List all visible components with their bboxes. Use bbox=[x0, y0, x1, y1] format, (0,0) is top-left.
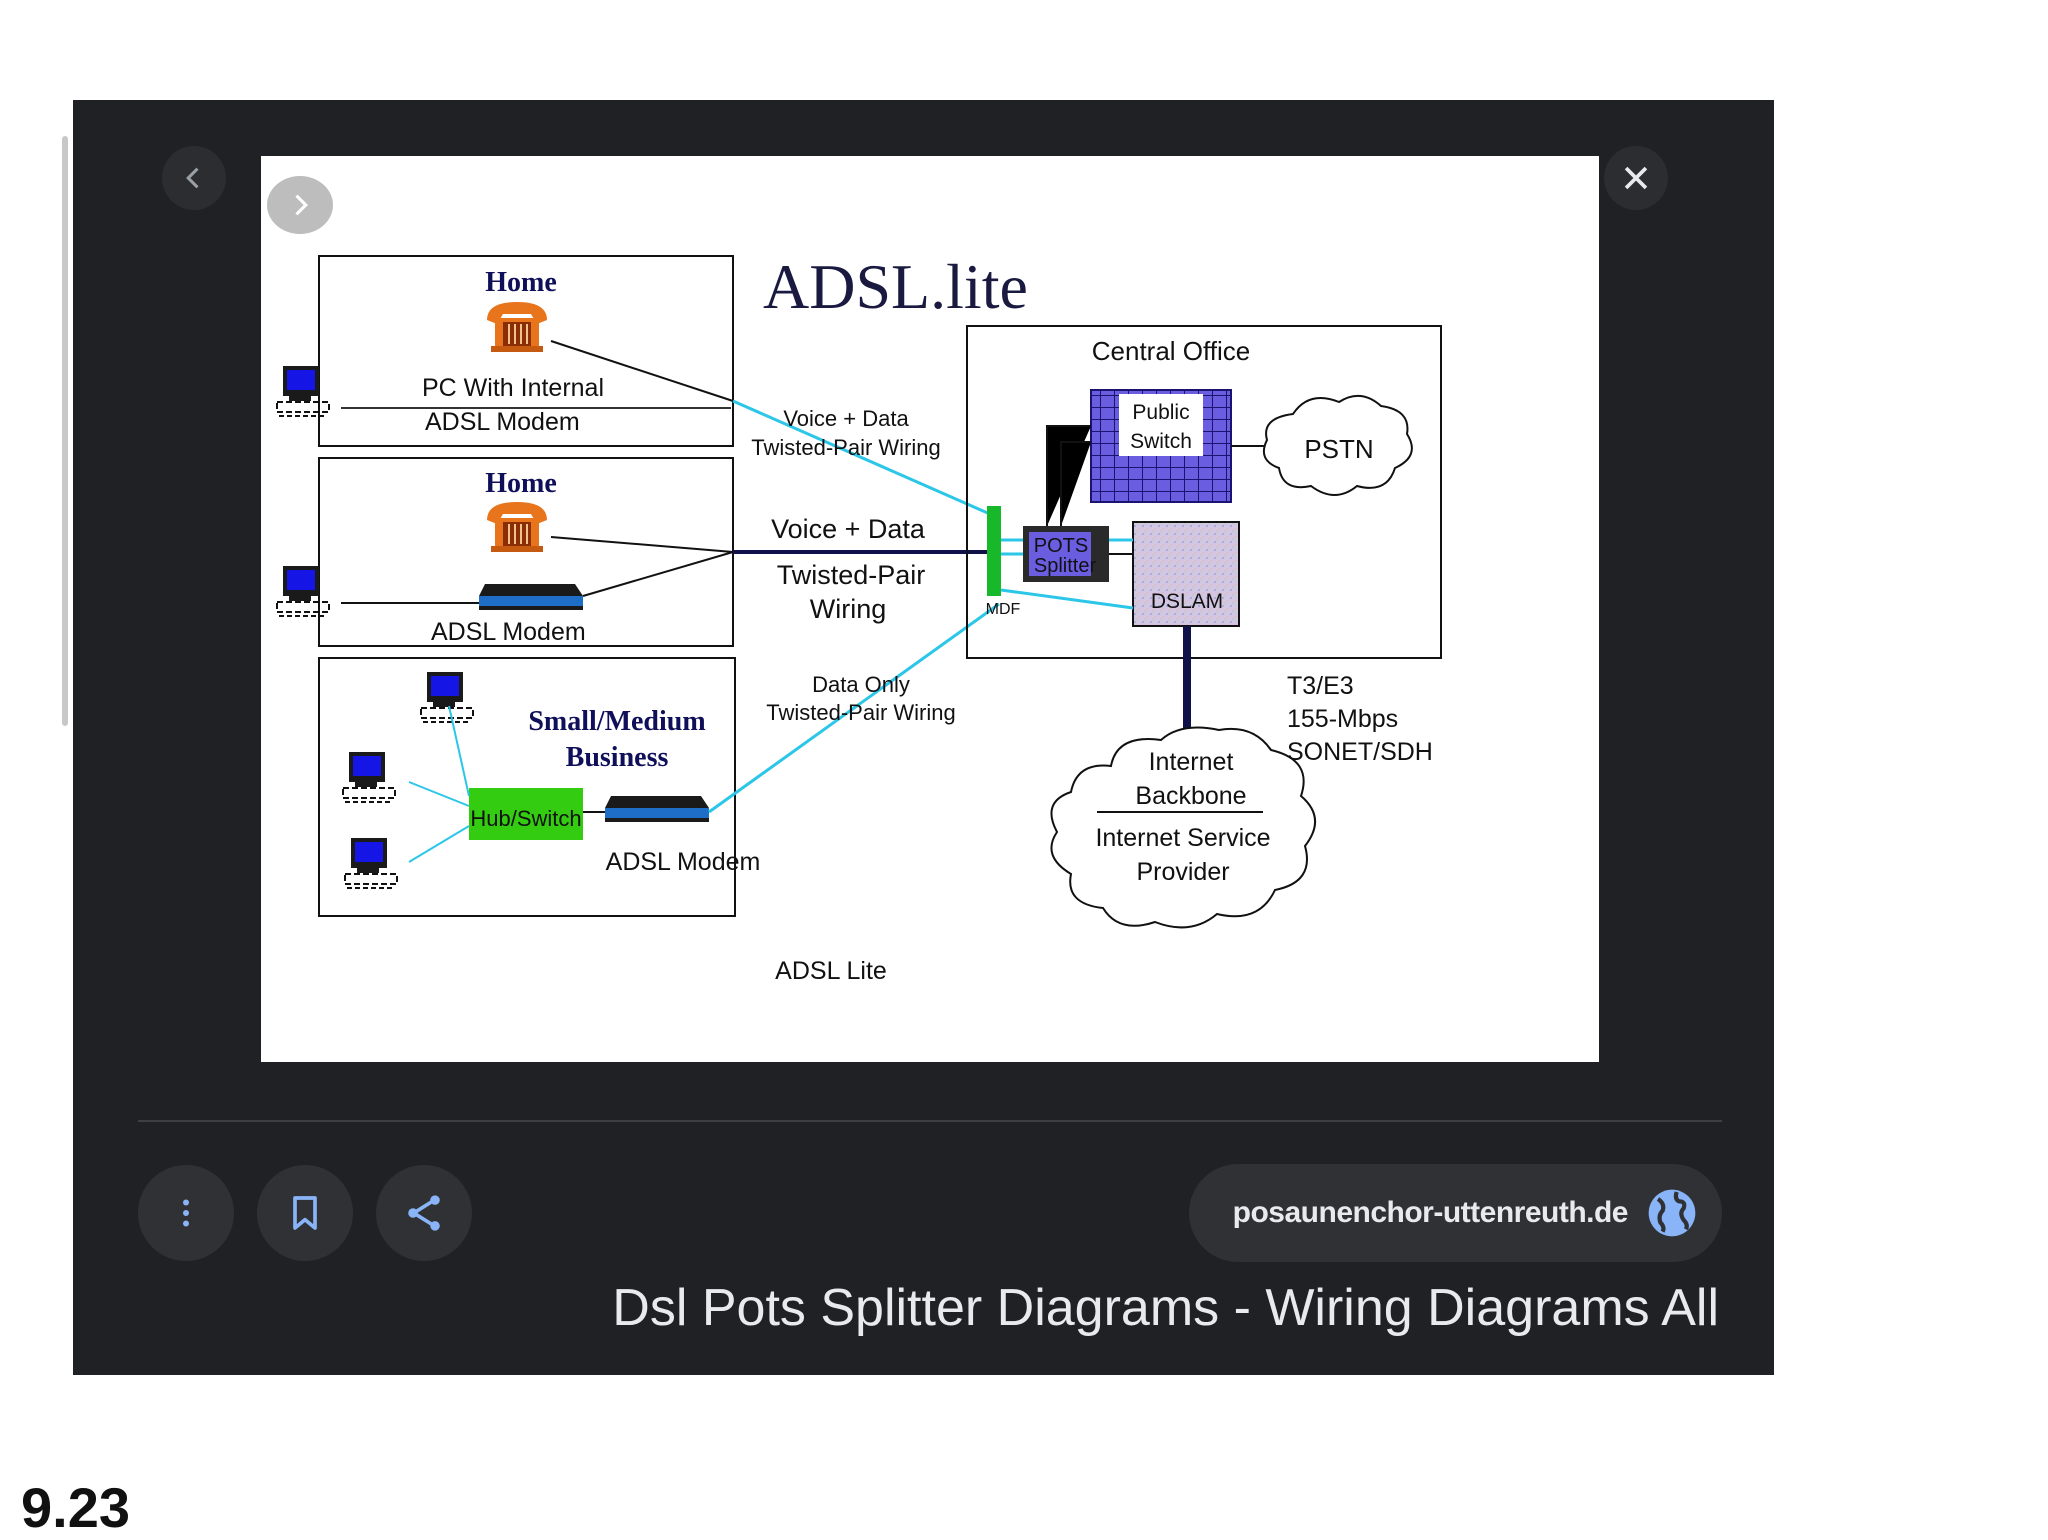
globe-icon bbox=[1648, 1189, 1696, 1237]
wire1-label-2: Twisted-Pair Wiring bbox=[751, 435, 940, 460]
isp-label-4: Provider bbox=[1136, 858, 1229, 886]
home2-modem-label: ADSL Modem bbox=[431, 618, 586, 646]
share-button[interactable] bbox=[376, 1165, 472, 1261]
biz-title-line1: Small/Medium bbox=[528, 706, 705, 737]
home2-title: Home bbox=[485, 468, 557, 499]
image-viewer-panel: Home PC With Internal ADSL Modem Home AD… bbox=[73, 100, 1774, 1375]
wire1-label-1: Voice + Data bbox=[783, 406, 909, 431]
wire2-label-2: Twisted-Pair bbox=[777, 560, 926, 590]
source-link[interactable]: posaunenchor-uttenreuth.de bbox=[1189, 1164, 1722, 1262]
share-icon bbox=[408, 1195, 440, 1231]
chevron-right-icon bbox=[295, 194, 308, 216]
public-switch-label-2: Switch bbox=[1130, 430, 1192, 453]
pstn-label: PSTN bbox=[1304, 434, 1373, 464]
isp-label-1: Internet bbox=[1149, 748, 1234, 776]
close-button[interactable] bbox=[1604, 146, 1668, 210]
hub-switch-label: Hub/Switch bbox=[470, 806, 581, 831]
previous-image-button[interactable] bbox=[162, 146, 226, 210]
diagram-title: ADSL.lite bbox=[763, 251, 1028, 322]
biz-modem-label: ADSL Modem bbox=[606, 848, 761, 876]
isp-label-3: Internet Service bbox=[1095, 824, 1270, 852]
dslam-label: DSLAM bbox=[1151, 590, 1223, 613]
home1-pc-label: PC With Internal bbox=[422, 374, 604, 402]
preview-image[interactable]: Home PC With Internal ADSL Modem Home AD… bbox=[261, 156, 1599, 1062]
central-office-box bbox=[966, 325, 1442, 659]
isp-cloud bbox=[1050, 726, 1316, 929]
pstn-cloud bbox=[1263, 395, 1413, 496]
next-image-button[interactable] bbox=[267, 176, 333, 234]
more-options-button[interactable] bbox=[138, 1165, 234, 1261]
central-office-title: Central Office bbox=[1092, 336, 1250, 366]
chevron-left-icon bbox=[186, 167, 199, 189]
pots-label-1: POTS bbox=[1034, 535, 1088, 557]
page-number: 9.23 bbox=[21, 1476, 130, 1539]
hub-switch bbox=[469, 788, 583, 840]
pots-label-2: Splitter bbox=[1034, 555, 1097, 577]
wire3-label-1: Data Only bbox=[812, 672, 910, 697]
viewer-divider bbox=[138, 1120, 1722, 1122]
page-scrollbar[interactable] bbox=[62, 136, 68, 726]
image-caption[interactable]: Dsl Pots Splitter Diagrams - Wiring Diag… bbox=[612, 1279, 1719, 1337]
wire2-label-3: Wiring bbox=[810, 594, 887, 624]
more-vert-icon bbox=[183, 1199, 189, 1227]
isp-label-2: Backbone bbox=[1135, 782, 1246, 810]
close-icon bbox=[1624, 166, 1648, 190]
bookmark-icon bbox=[293, 1196, 317, 1230]
dslam bbox=[1132, 521, 1240, 627]
backbone-label-2: 155-Mbps bbox=[1287, 705, 1398, 733]
mdf-bar bbox=[987, 506, 1001, 596]
backbone-label-1: T3/E3 bbox=[1287, 672, 1354, 700]
biz-title-line2: Business bbox=[566, 742, 669, 773]
source-domain: posaunenchor-uttenreuth.de bbox=[1232, 1196, 1629, 1229]
wire2-label-1: Voice + Data bbox=[771, 514, 926, 544]
home1-modem-label: ADSL Modem bbox=[425, 408, 580, 436]
diagram-footer-label: ADSL Lite bbox=[775, 957, 887, 985]
backbone-label-3: SONET/SDH bbox=[1287, 738, 1433, 766]
wire3-label-2: Twisted-Pair Wiring bbox=[766, 700, 955, 725]
mdf-label: MDF bbox=[986, 601, 1021, 618]
home1-title: Home bbox=[485, 267, 557, 298]
public-switch-label-1: Public bbox=[1132, 401, 1189, 424]
save-button[interactable] bbox=[257, 1165, 353, 1261]
